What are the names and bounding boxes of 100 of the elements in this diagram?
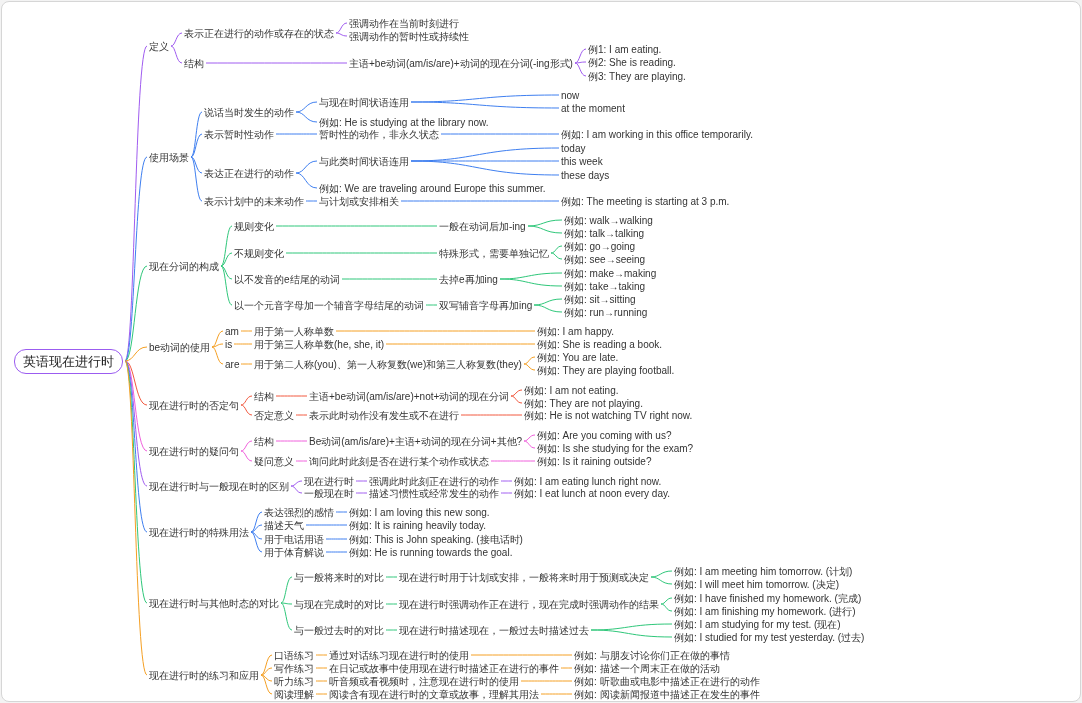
connector-line xyxy=(590,629,673,638)
topic-text: 例如: I am finishing my homework. (进行) xyxy=(674,605,856,617)
connector-line xyxy=(335,330,536,332)
connector-line xyxy=(124,360,148,452)
topic-text: 例如: He is running towards the goal. xyxy=(349,546,513,558)
connector-line xyxy=(520,680,573,682)
connector-line xyxy=(124,360,148,676)
topic-text: 与一般过去时的对比 xyxy=(294,624,384,636)
connector-line xyxy=(527,219,563,227)
topic-text: 疑问意义 xyxy=(254,455,294,467)
topic-text: 例如: They are playing football. xyxy=(537,364,675,376)
topic-text: 现在进行时描述现在，一般过去时描述过去 xyxy=(399,624,589,636)
connector-line xyxy=(295,414,308,416)
connector-line xyxy=(385,603,398,605)
topic-text: 例如: I will meet him tomorrow. (决定) xyxy=(674,578,840,590)
topic-text: 强调动作在当前时刻进行 xyxy=(349,17,459,29)
topic-text: now xyxy=(561,89,580,101)
connector-line xyxy=(295,172,318,189)
topic-text: 与现在完成时的对比 xyxy=(294,598,384,610)
connector-line xyxy=(220,265,233,280)
connector-line xyxy=(240,404,253,416)
topic-text: 现在进行时与其他时态的对比 xyxy=(149,597,279,609)
topic-text: 在日记或故事中使用现在进行时描述正在进行的事件 xyxy=(329,662,559,674)
topic-text: 表达正在进行的动作 xyxy=(204,167,294,179)
topic-text: 用于第二人称(you)、第一人称复数(we)和第三人称复数(they) xyxy=(254,358,522,370)
topic-text: 规则变化 xyxy=(234,220,274,232)
topic-text: 例如: 阅读新闻报道中描述正在发生的事件 xyxy=(574,688,760,700)
topic-text: 口语练习 xyxy=(274,649,314,661)
topic-text: 使用场景 xyxy=(149,151,189,163)
connector-line xyxy=(523,356,536,365)
topic-text: 例如: I studied for my test yesterday. (过去) xyxy=(674,631,865,643)
connector-line xyxy=(315,667,328,669)
topic-text: 描述习惯性或经常发生的动作 xyxy=(369,487,499,499)
connector-line xyxy=(490,460,536,462)
connector-line xyxy=(220,252,233,267)
topic-text: 例如: He is studying at the library now. xyxy=(319,116,489,128)
connector-line xyxy=(355,492,368,494)
connector-line xyxy=(190,133,203,158)
topic-text: 表示此时动作没有发生或不在进行 xyxy=(309,409,459,421)
topic-text: 例如: We are traveling around Europe this summer. xyxy=(319,182,546,194)
topic-text: 例如: talk→talking xyxy=(564,227,645,239)
topic-text: 双写辅音字母再加ing xyxy=(439,299,533,311)
connector-line xyxy=(523,363,536,371)
connector-line xyxy=(550,245,563,254)
connector-line xyxy=(550,252,563,260)
connector-line xyxy=(250,531,263,540)
topic-text: 表示暂时性动作 xyxy=(204,128,274,140)
connector-line xyxy=(400,200,560,202)
topic-text: these days xyxy=(561,169,610,181)
connector-line xyxy=(650,576,673,585)
connector-line xyxy=(220,225,233,267)
connector-line xyxy=(170,45,183,64)
connector-line xyxy=(124,156,148,362)
topic-text: 描述天气 xyxy=(264,519,304,531)
connector-line xyxy=(660,603,673,612)
connector-line xyxy=(240,395,253,406)
topic-text: 例如: I am not eating. xyxy=(524,384,619,396)
topic-text: 与计划或安排相关 xyxy=(319,195,399,207)
topic-text: 现在进行时的特殊用法 xyxy=(149,526,249,538)
connector-line xyxy=(240,330,253,332)
connector-line xyxy=(325,538,348,540)
topic-text: 例2: She is reading. xyxy=(588,56,676,68)
connector-line xyxy=(250,531,263,553)
topic-text: at the moment xyxy=(561,102,625,114)
connector-line xyxy=(574,48,587,64)
topic-text: 例如: Is it raining outside? xyxy=(537,455,652,467)
topic-text: 例如: This is John speaking. (接电话时) xyxy=(349,533,523,545)
topic-text: 主语+be动词(am/is/are)+动词的现在分词(-ing形式) xyxy=(349,57,573,69)
topic-text: 现在分词的构成 xyxy=(149,260,219,272)
connector-line xyxy=(124,360,148,406)
topic-text: 结构 xyxy=(254,435,274,447)
topic-text: 例如: The meeting is starting at 3 p.m. xyxy=(561,195,730,207)
topic-text: 例如: make→making xyxy=(564,267,657,279)
connector-line xyxy=(211,346,224,365)
topic-text: 例如: You are late. xyxy=(537,351,619,363)
topic-text: 例如: I am happy. xyxy=(537,325,615,337)
topic-text: 说话当时发生的动作 xyxy=(204,106,294,118)
connector-line xyxy=(425,304,438,306)
connector-line xyxy=(295,460,308,462)
connector-line xyxy=(295,160,318,174)
connector-line xyxy=(533,304,563,313)
topic-text: 例如: Are you coming with us? xyxy=(537,429,672,441)
connector-line xyxy=(341,278,438,280)
connector-line xyxy=(574,61,587,64)
connector-line xyxy=(440,133,560,135)
connector-line xyxy=(275,225,438,227)
topic-text: 通过对话练习现在进行时的使用 xyxy=(329,649,469,661)
connector-line xyxy=(560,667,573,669)
connector-line xyxy=(574,62,587,77)
topic-text: 例如: see→seeing xyxy=(564,253,646,265)
connector-line xyxy=(250,524,263,533)
connector-line xyxy=(211,330,224,348)
topic-text: 现在进行时的疑问句 xyxy=(149,445,239,457)
connector-line xyxy=(527,225,563,234)
connector-line xyxy=(240,450,253,462)
connector-line xyxy=(275,395,308,397)
topic-text: 用于电话用语 xyxy=(264,533,324,545)
topic-text: 主语+be动词(am/is/are)+not+动词的现在分词 xyxy=(309,390,510,402)
topic-text: 强调动作的暂时性或持续性 xyxy=(349,30,469,42)
connector-line xyxy=(385,576,398,578)
